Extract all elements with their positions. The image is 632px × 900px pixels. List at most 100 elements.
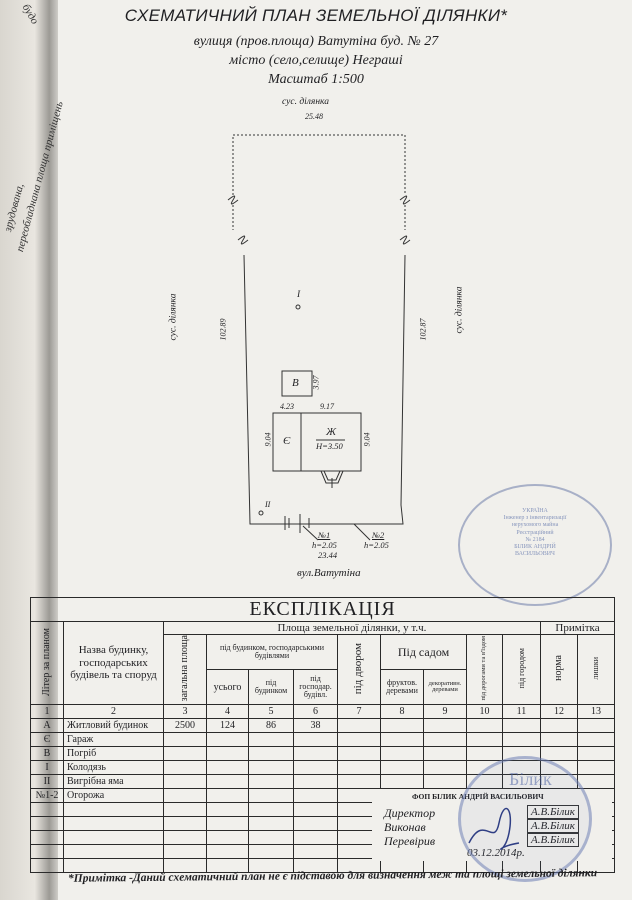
table-cell xyxy=(423,760,467,776)
col-number: 8 xyxy=(380,704,424,720)
table-cell xyxy=(30,830,64,846)
table-cell: 2500 xyxy=(163,718,207,734)
stamp-text: УКРАЇНА xyxy=(522,508,548,514)
well-symbol xyxy=(295,304,301,310)
table-cell: Огорожа xyxy=(63,788,164,804)
table-cell: Житловий будинок xyxy=(63,718,164,734)
table-cell xyxy=(576,732,616,748)
table-cell xyxy=(163,746,207,762)
bottom-length: 23.44 xyxy=(318,550,338,560)
stamp-text: № 2184 xyxy=(525,536,545,543)
col-number: 4 xyxy=(206,704,249,720)
col-excess: лишки xyxy=(591,656,601,680)
table-cell xyxy=(248,746,294,762)
garden-header: Під садом xyxy=(380,633,467,671)
break-symbol xyxy=(237,235,249,245)
table-cell xyxy=(293,802,338,818)
table-cell xyxy=(293,816,338,832)
note-group-header: Примітка xyxy=(539,621,616,635)
left-neighbor-label: сус. ділянка xyxy=(168,293,179,341)
depth-dim-left: 9.04 xyxy=(263,432,273,447)
table-cell xyxy=(63,816,164,832)
table-cell xyxy=(423,746,467,762)
col-roads: під дорогами та в'їздом xyxy=(480,635,488,701)
col-norm: норма xyxy=(552,655,564,682)
site-plan-drawing xyxy=(227,134,411,541)
house-height: Н=3.50 xyxy=(316,441,343,451)
table-cell xyxy=(248,802,294,818)
table-cell: Вигрібна яма xyxy=(63,774,164,790)
table-cell xyxy=(423,774,467,790)
table-cell: Є xyxy=(30,732,64,748)
table-cell: 86 xyxy=(248,718,294,734)
col-number: 12 xyxy=(540,704,578,720)
table-cell xyxy=(248,788,294,804)
fence1-label: №1 xyxy=(318,530,331,540)
table-cell xyxy=(576,718,616,734)
col-vegetable: під городом xyxy=(516,647,526,689)
table-cell: А xyxy=(30,718,64,734)
col-name: Назва будинку, господарських будівель та… xyxy=(63,620,164,706)
table-cell xyxy=(248,830,294,846)
garage-width-dim: 4.23 xyxy=(280,402,294,411)
table-cell xyxy=(206,760,249,776)
table-cell xyxy=(63,830,164,846)
table-cell xyxy=(293,774,338,790)
stamp-text: Інженер з інвентаризації нерухомого майн… xyxy=(503,515,567,529)
col-number: 2 xyxy=(63,704,164,720)
scale-line: Масштаб 1:500 xyxy=(268,72,364,87)
under-buildings-header: під будинком, господарськими будівлями xyxy=(206,633,338,671)
table-cell xyxy=(380,746,424,762)
table-cell xyxy=(293,746,338,762)
col-under-outbuild: під господар. будівл. xyxy=(293,669,338,706)
table-cell xyxy=(206,830,249,846)
table-cell xyxy=(206,774,249,790)
fence2-label: №2 xyxy=(372,530,385,540)
table-cell xyxy=(30,844,64,860)
table-cell xyxy=(337,746,381,762)
table-cell xyxy=(63,858,164,874)
table-cell xyxy=(163,844,207,860)
company-stamp: Білик xyxy=(458,756,592,882)
table-cell xyxy=(466,732,503,748)
house-width-dim: 9.17 xyxy=(320,402,334,411)
col-total: загальна площа xyxy=(178,635,190,702)
table-cell xyxy=(293,844,338,860)
table-cell xyxy=(163,816,207,832)
table-cell xyxy=(502,718,541,734)
well-mark: I xyxy=(297,290,301,300)
table-cell xyxy=(466,718,503,734)
left-length: 102.89 xyxy=(218,318,228,341)
table-cell xyxy=(380,760,424,776)
table-cell xyxy=(206,746,249,762)
table-cell xyxy=(163,760,207,776)
neighbor-boundary-dashed xyxy=(232,134,406,195)
col-yard: під двором xyxy=(352,642,365,694)
fence2-height: h=2.05 xyxy=(364,540,389,550)
table-cell xyxy=(380,718,424,734)
col-number: 3 xyxy=(163,704,207,720)
table-cell xyxy=(540,732,578,748)
table-cell: Колодязь xyxy=(63,760,164,776)
table-cell xyxy=(293,788,338,804)
col-litera: Літер за планом xyxy=(40,627,52,696)
checked-label: Перевірив xyxy=(384,834,436,848)
table-cell xyxy=(206,732,249,748)
area-group-header: Площа земельної ділянки, у т.ч. xyxy=(163,621,541,635)
table-cell xyxy=(163,774,207,790)
table-cell xyxy=(540,718,578,734)
fence1-height: h=2.05 xyxy=(312,540,337,550)
table-cell xyxy=(206,788,249,804)
table-cell xyxy=(337,774,381,790)
col-number: 9 xyxy=(423,704,467,720)
table-cell xyxy=(576,760,616,776)
table-cell xyxy=(576,746,616,762)
table-cell xyxy=(380,732,424,748)
col-decor: декоративн. деревами xyxy=(423,669,467,706)
col-under-house: під будинком xyxy=(248,669,294,706)
right-length: 102.87 xyxy=(418,318,428,341)
col-number: 13 xyxy=(576,704,616,720)
table-cell xyxy=(337,732,381,748)
